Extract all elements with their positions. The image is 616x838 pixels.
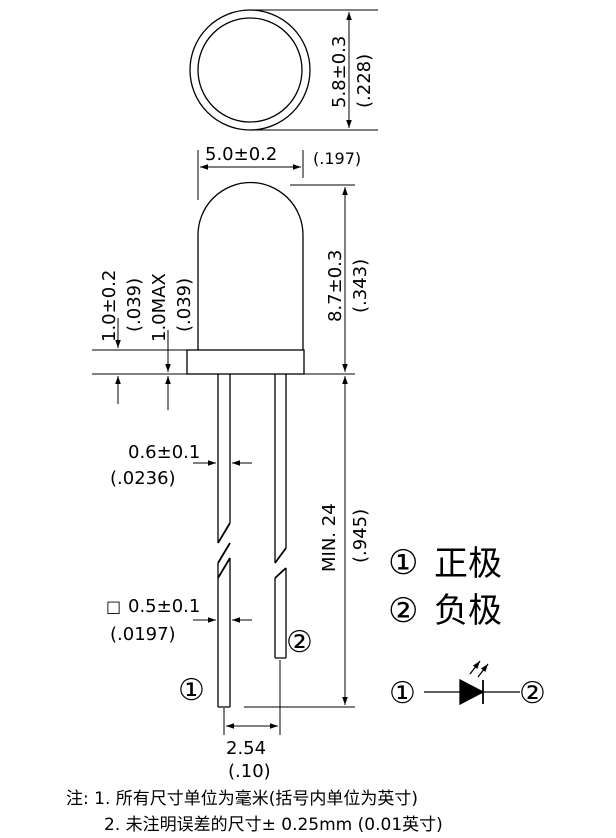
lead-length-in: (.945): [350, 509, 371, 563]
lead-2-break-2: [274, 567, 287, 579]
lead-2: [274, 374, 287, 659]
diode-triangle-icon: [459, 678, 485, 706]
top-view-diameter-in: (.228): [354, 54, 375, 108]
upper-lead-width-mm: 0.6±0.1: [128, 442, 200, 463]
lead-spacing-in: (.10): [228, 761, 271, 782]
lower-lead-width-in: (.0197): [110, 624, 176, 645]
body-height-in: (.343): [350, 259, 371, 313]
lead-1-break-3: [217, 557, 231, 579]
flange-max-mm: 1.0MAX: [149, 273, 170, 342]
lead-1-break-1: [217, 522, 231, 544]
flange-max-in: (.039): [174, 278, 195, 332]
upper-lead-width-in: (.0236): [110, 468, 176, 489]
lower-lead-width-mm: 0.5±0.1: [128, 596, 200, 617]
emission-arrow-icon-2: [477, 663, 489, 678]
lead-1-break-2: [217, 542, 231, 564]
emission-arrow-icon-1: [469, 660, 481, 675]
legend-pin-1-marker: ①: [388, 543, 418, 583]
led-flange: [186, 349, 305, 375]
flange-thickness-in: (.039): [124, 278, 145, 332]
top-view-inner-circle: [197, 17, 303, 123]
flange-dimensions: [92, 318, 187, 410]
lead-spacing-dimension: [223, 660, 281, 735]
body-width-dimension: [197, 150, 304, 200]
schematic-right-marker: ②: [519, 676, 546, 711]
schematic-left-marker: ①: [389, 676, 416, 711]
top-view: [189, 9, 378, 131]
lead-2-break-1: [274, 547, 287, 564]
body-height-mm: 8.7±0.3: [325, 250, 346, 322]
lead-length-dimension: [244, 376, 355, 708]
body-width-mm: 5.0±0.2: [205, 144, 277, 165]
pin-2-marker: ②: [286, 625, 313, 660]
led-schematic-symbol: [424, 660, 520, 706]
top-view-diameter-mm: 5.8±0.3: [329, 36, 350, 108]
lead-1: [217, 374, 231, 708]
body-height-dimension: [290, 184, 355, 375]
lead-spacing-mm: 2.54: [226, 738, 266, 759]
pin-1-marker: ①: [178, 673, 205, 708]
note-1: 注: 1. 所有尺寸单位为毫米(括号内单位为英寸): [66, 789, 419, 809]
note-2: 2. 未注明误差的尺寸± 0.25mm (0.01英寸): [104, 815, 443, 835]
body-width-in: (.197): [313, 149, 361, 168]
led-dome: [197, 181, 304, 350]
top-view-outer-circle: [189, 9, 311, 131]
lead-length-mm: MIN. 24: [319, 503, 340, 572]
flange-thickness-mm: 1.0±0.2: [99, 270, 120, 342]
legend-pin-2-marker: ②: [388, 591, 418, 631]
legend-pin-1-label: 正极: [434, 544, 502, 584]
led-side-view: [186, 181, 305, 708]
lower-lead-square-symbol: □: [106, 597, 121, 616]
legend-pin-2-label: 负极: [434, 591, 502, 631]
